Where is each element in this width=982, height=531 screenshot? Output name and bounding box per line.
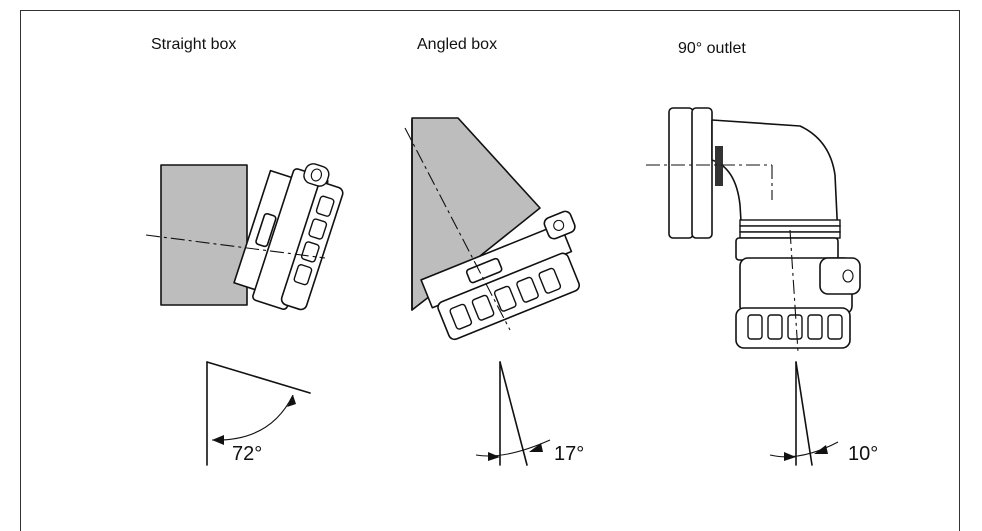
straight-box-angle-label: 72°: [232, 443, 263, 465]
outlet-collar: [735, 237, 839, 261]
outlet-flange-back: [691, 107, 713, 239]
outlet-90-title: 90° outlet: [678, 40, 746, 57]
figure-frame: [20, 10, 960, 531]
straight-box-title: Straight box: [151, 36, 237, 53]
outlet-label-plate: [715, 146, 723, 186]
outlet-lid-hinge: [819, 257, 861, 295]
straight-box-body: [160, 164, 248, 306]
angled-box-drawing: [404, 117, 581, 466]
outlet-flange-front: [668, 107, 694, 239]
angled-box-angle-label: 17°: [554, 443, 585, 465]
straight-box-drawing: [145, 163, 344, 466]
angled-box-title: Angled box: [417, 36, 498, 53]
outlet-90-drawing: [646, 107, 861, 466]
outlet-90-angle-label: 10°: [848, 443, 879, 465]
angled-box-socket: [420, 210, 581, 341]
straight-box-socket: [233, 163, 344, 311]
